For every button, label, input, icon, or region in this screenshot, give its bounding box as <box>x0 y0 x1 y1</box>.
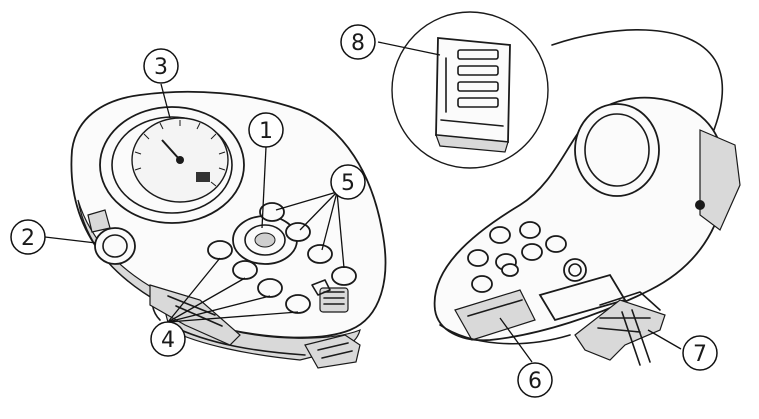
callout-3: 3 <box>143 48 179 84</box>
callout-5-label: 5 <box>341 171 355 196</box>
lower-button-group <box>207 240 311 314</box>
right-device <box>433 29 741 366</box>
callout-1-label: 1 <box>259 119 273 144</box>
callout-7-label: 7 <box>693 342 707 367</box>
callout-5: 5 <box>330 164 366 200</box>
lower-button-1 <box>207 240 233 260</box>
clip-strap <box>621 309 651 366</box>
upper-button-4 <box>331 266 357 286</box>
callout-4: 4 <box>150 321 186 357</box>
gauge-window <box>196 172 210 182</box>
gauge-ticks <box>134 120 226 187</box>
leader-lines <box>44 41 682 363</box>
side-knob <box>94 227 136 265</box>
callout-8-label: 8 <box>351 31 365 56</box>
lower-button-4 <box>285 294 311 314</box>
callout-6: 6 <box>517 362 553 398</box>
upper-button-2 <box>285 222 311 242</box>
callout-4-label: 4 <box>161 328 175 353</box>
gauge-needle <box>161 139 181 161</box>
lower-button-3 <box>257 278 283 298</box>
callout-8: 8 <box>340 24 376 60</box>
callout-7: 7 <box>682 335 718 371</box>
right-side-panel <box>699 129 741 231</box>
callout-2-label: 2 <box>21 226 35 251</box>
side-knob-mount <box>87 209 111 233</box>
callout-3-label: 3 <box>154 55 168 80</box>
upper-button-group <box>259 202 357 286</box>
inset-battery-pack <box>435 37 511 153</box>
lower-button-2 <box>232 260 258 280</box>
callout-1: 1 <box>248 112 284 148</box>
gauge-hub <box>176 156 184 164</box>
top-connector <box>311 279 349 313</box>
callout-6-label: 6 <box>528 369 542 394</box>
upper-button-3 <box>307 244 333 264</box>
left-device <box>70 90 387 369</box>
cable <box>551 29 724 136</box>
inset-detail <box>391 11 549 169</box>
battery-door <box>538 273 627 322</box>
rear-dial <box>563 258 587 282</box>
rear-window <box>574 103 660 197</box>
rear-buttons <box>467 221 567 293</box>
side-screw <box>695 200 705 210</box>
upper-button-1 <box>259 202 285 222</box>
callout-2: 2 <box>10 219 46 255</box>
